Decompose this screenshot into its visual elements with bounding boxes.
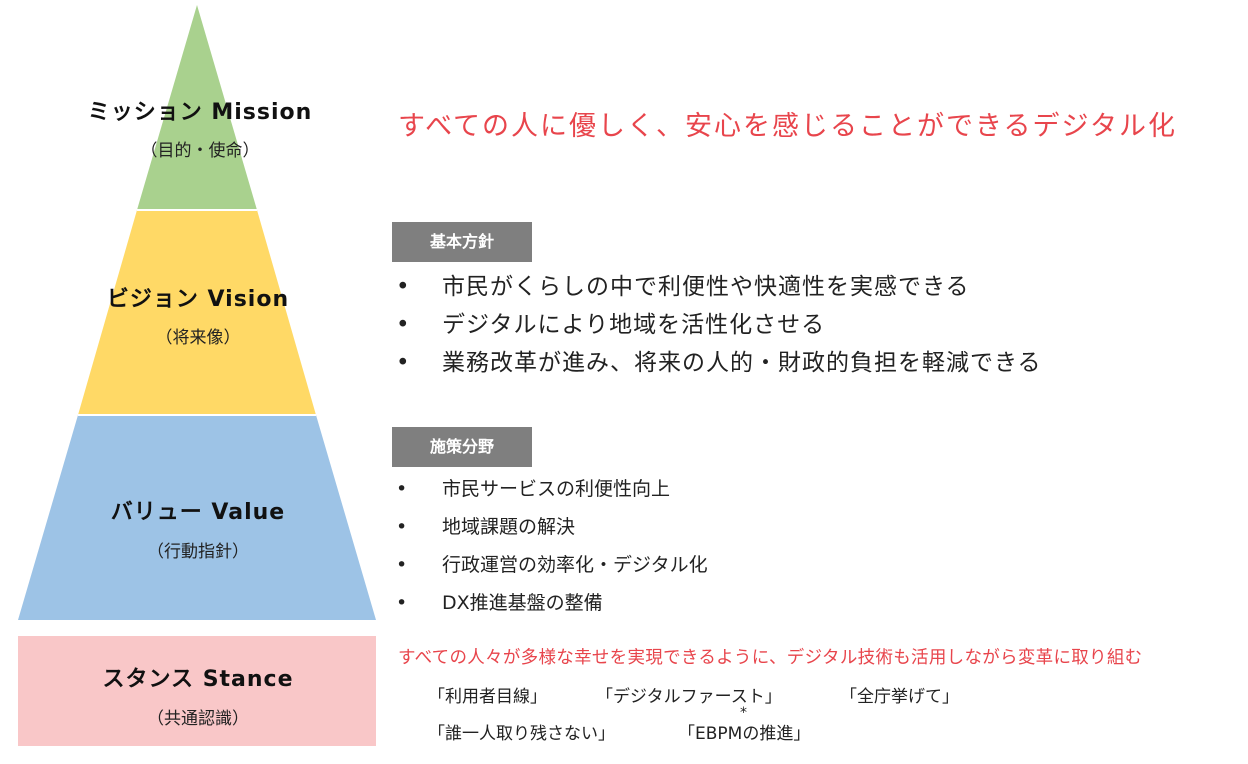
pyramid-mission-tier — [137, 5, 257, 210]
bullet-icon: • — [396, 554, 408, 576]
vision-subtitle: （将来像） — [155, 328, 241, 348]
stance-statement: すべての人々が多様な幸せを実現できるように、デジタル技術も活用しながら変革に取り… — [398, 648, 1143, 668]
mission-title: ミッション Mission — [87, 100, 313, 125]
mission-subtitle: （目的・使命） — [140, 141, 260, 161]
bullet-icon: • — [396, 592, 408, 614]
stance-quote: 「全庁挙げて」 — [840, 687, 959, 707]
mission-statement: すべての人に優しく、安心を感じることができるデジタル化 — [398, 111, 1177, 142]
list-item: • 地域課題の解決 — [396, 508, 708, 546]
bullet-icon: • — [396, 478, 408, 500]
list-item-text: デジタルにより地域を活性化させる — [442, 312, 826, 338]
stance-quote: 「デジタルファースト」 — [596, 687, 782, 707]
pyramid-diagram — [18, 5, 376, 620]
value-subtitle: （行動指針） — [147, 542, 249, 562]
list-item-text: DX推進基盤の整備 — [442, 592, 603, 614]
stance-title: スタンス Stance — [102, 667, 294, 692]
list-item-text: 地域課題の解決 — [442, 516, 576, 538]
value-title: バリュー Value — [110, 500, 286, 525]
stance-quote: 「利用者目線」 — [428, 687, 547, 707]
bullet-icon: • — [396, 274, 411, 300]
list-item-text: 業務改革が進み、将来の人的・財政的負担を軽減できる — [442, 350, 1042, 376]
footnote-mark: * — [740, 705, 747, 721]
list-item: • 市民サービスの利便性向上 — [396, 470, 708, 508]
policy-fields-list: • 市民サービスの利便性向上 • 地域課題の解決 • 行政運営の効率化・デジタル化 •… — [396, 470, 708, 622]
list-item-text: 市民がくらしの中で利便性や快適性を実感できる — [442, 274, 970, 300]
bullet-icon: • — [396, 350, 411, 376]
vision-title: ビジョン Vision — [106, 287, 290, 312]
pyramid-vision-tier — [78, 210, 316, 415]
list-item: • 行政運営の効率化・デジタル化 — [396, 546, 708, 584]
list-item: • DX推進基盤の整備 — [396, 584, 708, 622]
stance-box — [18, 636, 376, 746]
bullet-icon: • — [396, 516, 408, 538]
policy-fields-tag: 施策分野 — [392, 427, 532, 467]
list-item-text: 行政運営の効率化・デジタル化 — [442, 554, 708, 576]
stance-quote: 「EBPMの推進」 — [678, 724, 811, 744]
basic-policy-list: • 市民がくらしの中で利便性や快適性を実感できる • デジタルにより地域を活性化させ… — [396, 268, 1042, 382]
bullet-icon: • — [396, 312, 411, 338]
stance-quote: 「誰一人取り残さない」 — [428, 724, 615, 744]
list-item: • 市民がくらしの中で利便性や快適性を実感できる — [396, 268, 1042, 306]
pyramid-value-tier — [18, 415, 376, 620]
list-item-text: 市民サービスの利便性向上 — [442, 478, 671, 500]
stance-subtitle: （共通認識） — [147, 709, 249, 729]
list-item: • デジタルにより地域を活性化させる — [396, 306, 1042, 344]
list-item: • 業務改革が進み、将来の人的・財政的負担を軽減できる — [396, 344, 1042, 382]
basic-policy-tag: 基本方針 — [392, 222, 532, 262]
